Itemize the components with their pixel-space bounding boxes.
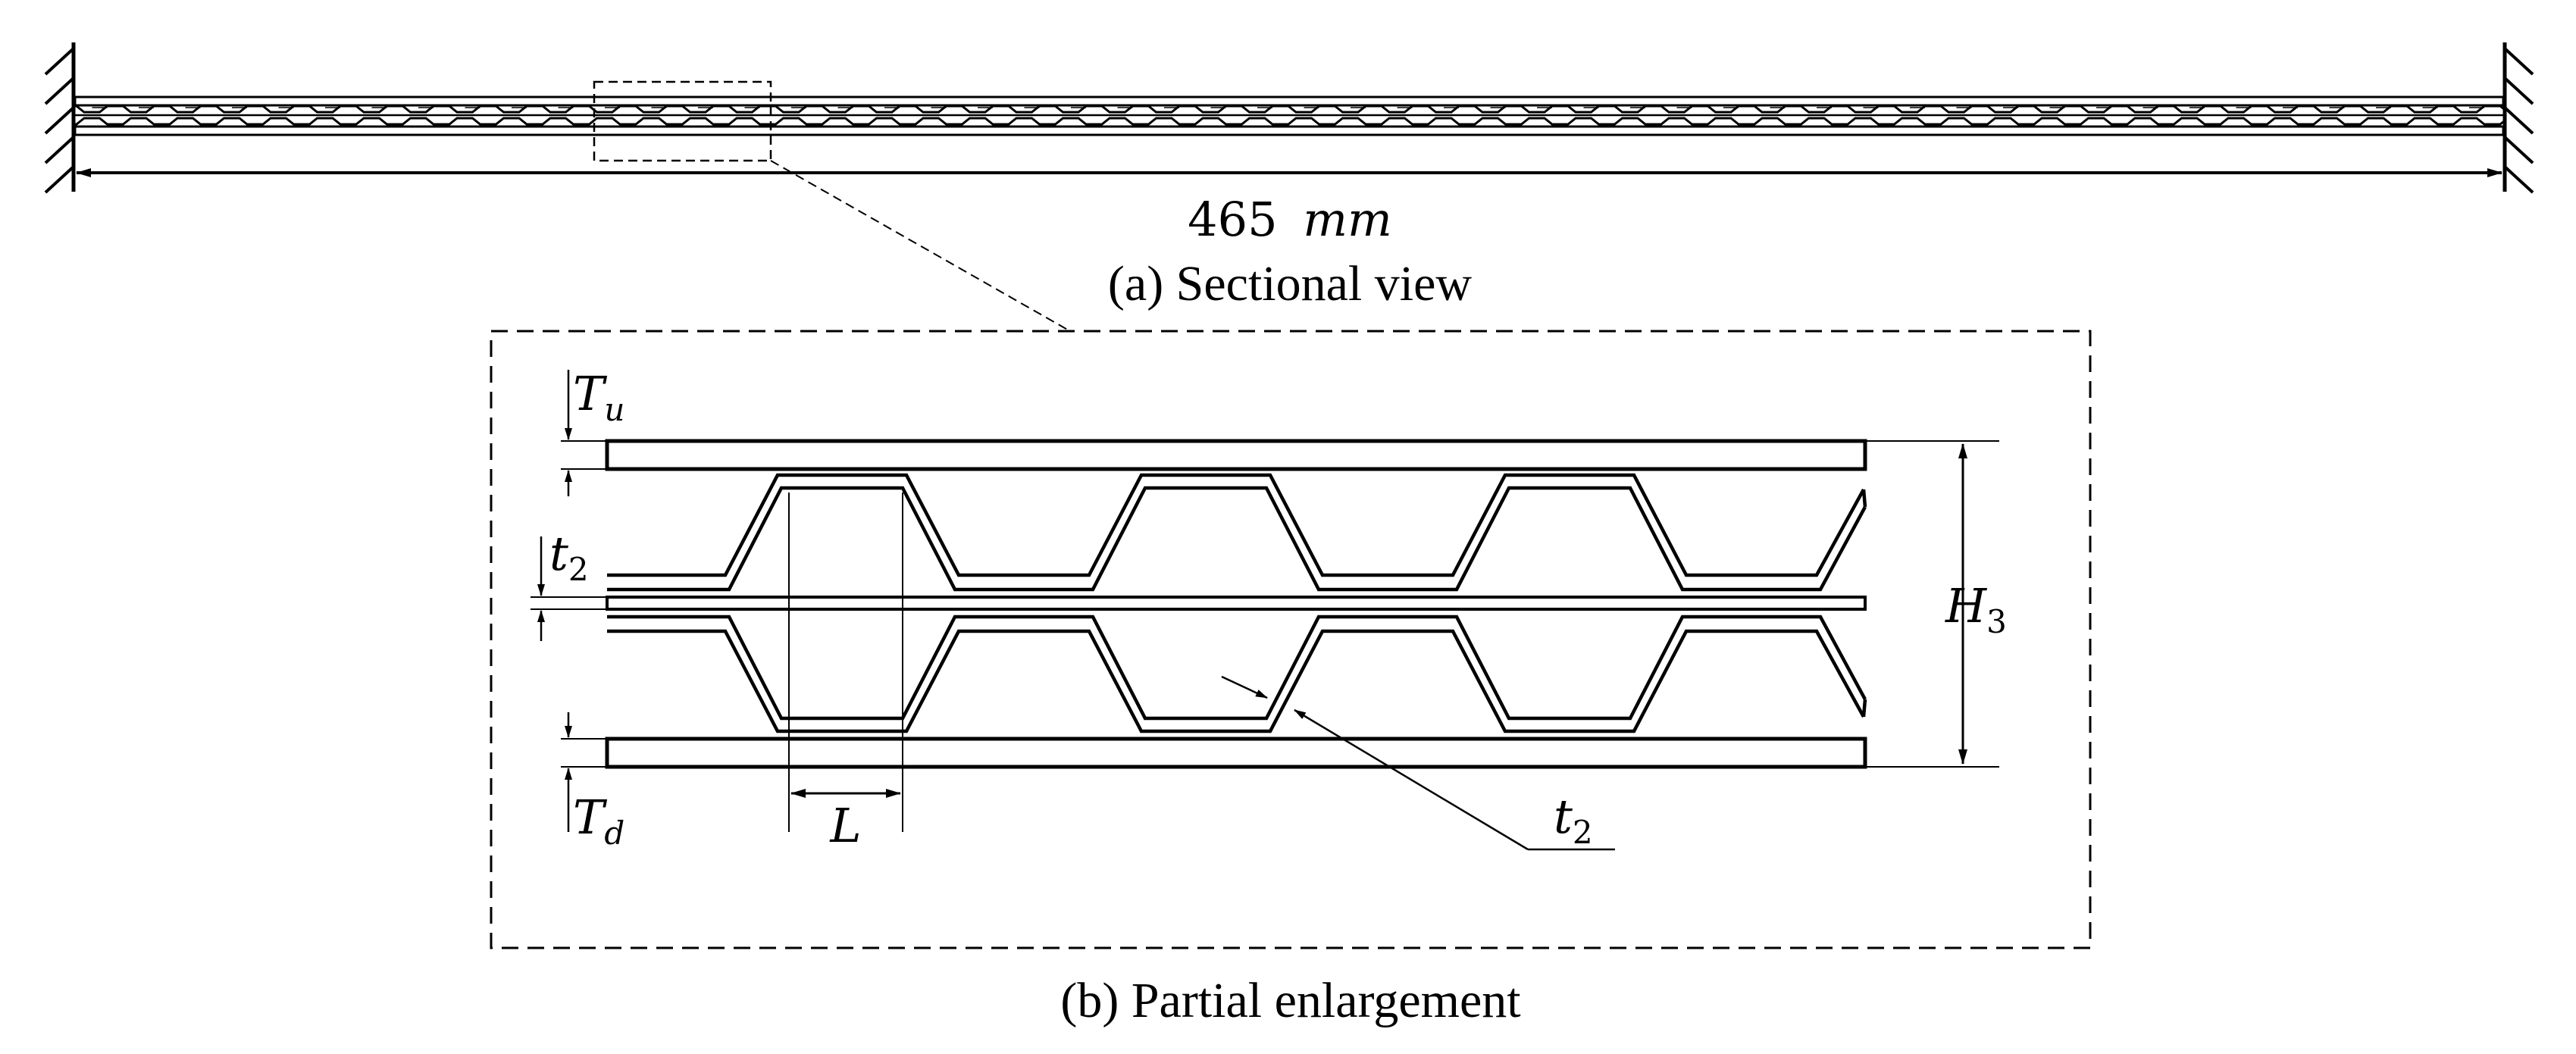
span-label: 465 mm: [1188, 192, 1392, 247]
upper-face-sheet: [605, 439, 1867, 471]
zoom-window: [593, 80, 772, 162]
middle-sheet-thickness-dimension: [531, 536, 607, 641]
left-fixed-support: [44, 42, 76, 194]
partial-enlargement: L H3 Tu Td: [490, 330, 2092, 949]
lower-face-thickness-label: Td: [573, 790, 624, 852]
span-unit: mm: [1303, 192, 1392, 247]
flat-length-label: L: [829, 798, 861, 853]
upper-face-thickness-label: Tu: [573, 366, 624, 428]
core-wall-thickness-label: t2: [1554, 789, 1593, 851]
total-height-dimension: [1865, 440, 1999, 768]
upper-corrugated-core: [607, 473, 1867, 592]
beam-section: [74, 95, 2505, 136]
caption-b: (b) Partial enlargement: [1060, 973, 1520, 1028]
flat-length-dimension: [788, 493, 903, 832]
zoom-leader-line: [770, 160, 1071, 332]
lower-face-sheet: [605, 737, 1867, 769]
upper-face-thickness-dimension: [561, 370, 607, 496]
caption-a: (a) Sectional view: [1108, 256, 1472, 311]
middle-sheet-thickness-label: t2: [549, 526, 589, 588]
sectional-view: 465 mm (a) Sectional view: [44, 42, 2534, 332]
lower-face-thickness-dimension: [561, 712, 607, 832]
lower-corrugated-core: [607, 615, 1867, 733]
middle-sheet: [606, 596, 1867, 611]
total-height-label: H3: [1945, 578, 2007, 640]
enlargement-frame: [490, 330, 2092, 949]
core-wall-thickness-callout: [1221, 675, 1615, 851]
right-fixed-support: [2502, 42, 2534, 194]
span-value: 465: [1188, 192, 1277, 247]
